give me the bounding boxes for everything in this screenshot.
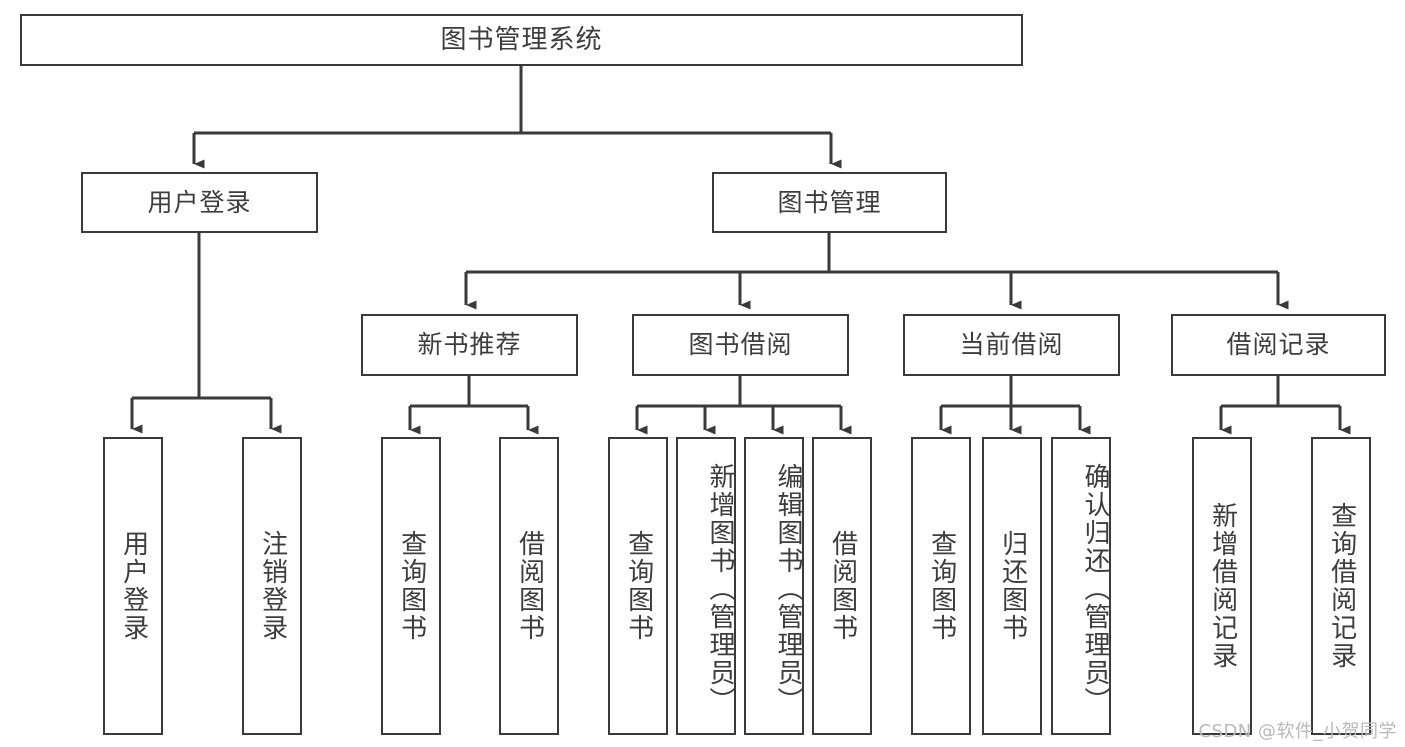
leaf-new-book-query[interactable]: 查询图书	[381, 437, 441, 735]
node-label: 查询图书	[623, 530, 654, 642]
node-label: 归还图书	[997, 530, 1028, 642]
node-label: 图书借阅	[688, 330, 793, 360]
node-root-book-management-system[interactable]: 图书管理系统	[20, 14, 1023, 66]
leaf-user-login-logout[interactable]: 注销登录	[242, 437, 302, 735]
node-label: 用户登录	[118, 530, 149, 642]
node-label: 查询图书	[396, 530, 427, 642]
leaf-user-login-login[interactable]: 用户登录	[103, 437, 163, 735]
node-label: 确认归还（管理员）	[1080, 463, 1110, 715]
leaf-borrow-record-add[interactable]: 新增借阅记录	[1192, 437, 1252, 735]
watermark-text: CSDN @软件_小贺同学	[1198, 721, 1397, 742]
leaf-new-book-borrow[interactable]: 借阅图书	[499, 437, 559, 735]
node-label: 查询图书	[926, 530, 957, 642]
leaf-current-borrow-return[interactable]: 归还图书	[982, 437, 1042, 735]
node-book-management[interactable]: 图书管理	[712, 172, 947, 233]
leaf-book-borrow-query[interactable]: 查询图书	[608, 437, 668, 735]
node-user-login[interactable]: 用户登录	[81, 172, 318, 233]
node-borrow-record[interactable]: 借阅记录	[1171, 314, 1386, 376]
node-new-book-recommend[interactable]: 新书推荐	[361, 314, 578, 376]
leaf-book-borrow-edit[interactable]: 编辑图书（管理员）	[744, 437, 804, 735]
node-label: 借阅图书	[514, 530, 545, 642]
node-label: 图书管理系统	[440, 24, 603, 55]
node-current-borrow[interactable]: 当前借阅	[903, 314, 1120, 376]
leaf-book-borrow-borrow[interactable]: 借阅图书	[812, 437, 872, 735]
leaf-current-borrow-confirm-return[interactable]: 确认归还（管理员）	[1051, 437, 1111, 735]
node-label: 注销登录	[257, 530, 288, 642]
node-label: 用户登录	[147, 187, 252, 217]
leaf-borrow-record-query[interactable]: 查询借阅记录	[1311, 437, 1371, 735]
node-label: 新书推荐	[417, 330, 522, 360]
node-label: 当前借阅	[959, 330, 1064, 360]
leaf-current-borrow-query[interactable]: 查询图书	[911, 437, 971, 735]
node-book-borrow[interactable]: 图书借阅	[632, 314, 849, 376]
node-label: 查询借阅记录	[1326, 502, 1357, 670]
node-label: 借阅图书	[827, 530, 858, 642]
node-label: 借阅记录	[1226, 330, 1331, 360]
node-label: 图书管理	[777, 187, 882, 217]
node-label: 新增借阅记录	[1207, 502, 1238, 670]
node-label: 新增图书（管理员）	[705, 463, 735, 715]
node-label: 编辑图书（管理员）	[773, 463, 803, 715]
leaf-book-borrow-add[interactable]: 新增图书（管理员）	[676, 437, 736, 735]
